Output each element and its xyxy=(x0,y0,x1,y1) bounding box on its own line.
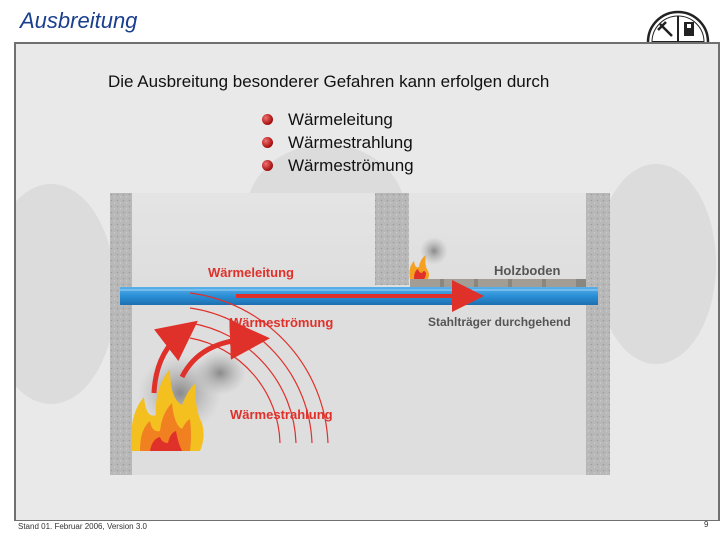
bullet-list: Wärmeleitung Wärmestrahlung Wärmeströmun… xyxy=(262,108,414,177)
heat-spread-diagram: Wärmeleitung Holzboden Wärmeströmung Sta… xyxy=(110,193,610,475)
right-wall xyxy=(586,193,610,475)
footer-text: Stand 01. Februar 2006, Version 3.0 xyxy=(18,522,147,531)
background-figure xyxy=(14,184,116,404)
label-radiation: Wärmestrahlung xyxy=(230,407,333,422)
bullet-text: Wärmestrahlung xyxy=(288,133,413,152)
left-wall xyxy=(110,193,132,475)
bullet-item: Wärmeleitung xyxy=(262,108,414,131)
smoke-lower xyxy=(194,351,246,395)
label-convection: Wärmeströmung xyxy=(230,315,333,330)
slide-title: Ausbreitung xyxy=(20,8,137,34)
label-wood-floor: Holzboden xyxy=(494,263,560,278)
label-steel-beam: Stahlträger durchgehend xyxy=(428,315,571,329)
middle-wall xyxy=(375,193,409,285)
bullet-text: Wärmeströmung xyxy=(288,156,414,175)
bullet-item: Wärmestrahlung xyxy=(262,131,414,154)
page-number: 9 xyxy=(704,520,708,529)
bullet-text: Wärmeleitung xyxy=(288,110,393,129)
bullet-item: Wärmeströmung xyxy=(262,154,414,177)
wood-floor xyxy=(410,279,586,287)
red-sphere-bullet-icon xyxy=(262,114,273,125)
label-conduction: Wärmeleitung xyxy=(208,265,294,280)
slide-heading: Die Ausbreitung besonderer Gefahren kann… xyxy=(108,72,549,92)
red-sphere-bullet-icon xyxy=(262,160,273,171)
red-sphere-bullet-icon xyxy=(262,137,273,148)
background-figure xyxy=(596,164,716,364)
